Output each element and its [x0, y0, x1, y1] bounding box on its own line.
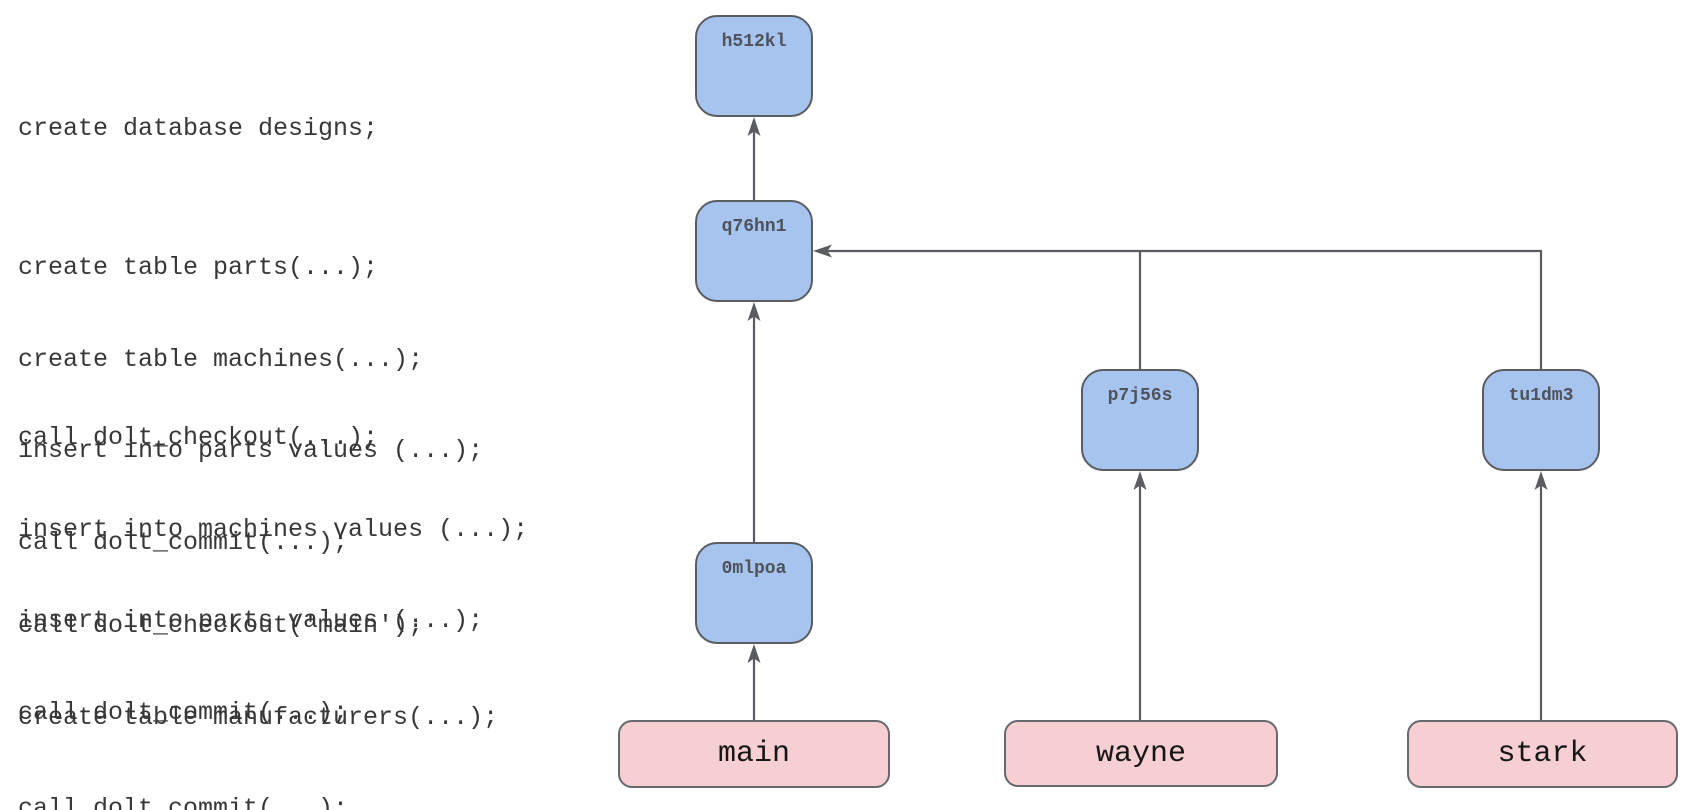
- sql-line: insert into machines values (...);: [18, 514, 529, 544]
- commit-id-label: h512kl: [721, 32, 787, 52]
- branch-name-label: main: [717, 737, 790, 771]
- arrowhead-up-icon: [747, 644, 761, 663]
- sql-line: call dolt_commit(...);: [18, 794, 349, 810]
- commit-id-label: tu1dm3: [1508, 386, 1574, 406]
- commit-node-q76hn1: q76hn1: [695, 200, 813, 302]
- sql-line: insert into parts values (...);: [18, 606, 484, 635]
- edge-tu1dm3-rail-to-q76hn1: [817, 249, 1543, 369]
- sql-line: call dolt_checkout(...);: [18, 423, 379, 452]
- sql-line: create table machines(...);: [18, 344, 424, 374]
- sql-block-3: call dolt_checkout(...); insert into mac…: [18, 362, 528, 789]
- branch-name-label: wayne: [1095, 736, 1186, 771]
- sql-line: call dolt_checkout('main');: [18, 611, 424, 640]
- arrowhead-left-icon: [813, 244, 832, 258]
- sql-block-4: call dolt_checkout('main'); create table…: [18, 550, 498, 810]
- arrowhead-up-icon: [747, 117, 761, 136]
- sql-block-1: create database designs;: [18, 53, 378, 206]
- arrowhead-up-icon: [1534, 471, 1548, 490]
- sql-line: insert into parts values (...);: [18, 436, 484, 465]
- branch-box-stark: stark: [1407, 720, 1678, 788]
- commit-id-label: p7j56s: [1107, 386, 1173, 406]
- arrowhead-up-icon: [747, 302, 761, 321]
- branch-box-main: main: [618, 720, 890, 788]
- commit-node-p7j56s: p7j56s: [1081, 369, 1199, 471]
- branch-box-wayne: wayne: [1004, 720, 1278, 787]
- arrowhead-up-icon: [1133, 471, 1147, 490]
- sql-block-2: create table parts(...); create table ma…: [18, 192, 483, 619]
- sql-line: create database designs;: [18, 114, 379, 143]
- sql-line: create table manufacturers(...);: [18, 702, 499, 732]
- commit-node-h512kl: h512kl: [695, 15, 813, 117]
- commit-id-label: q76hn1: [721, 217, 787, 237]
- sql-line: call dolt_commit(...);: [18, 527, 349, 557]
- branch-name-label: stark: [1497, 737, 1588, 771]
- commit-id-label: 0mlpoa: [721, 559, 787, 579]
- commit-node-0mlpoa: 0mlpoa: [695, 542, 813, 644]
- sql-line: call dolt_commit(...);: [18, 697, 349, 727]
- sql-line: create table parts(...);: [18, 253, 379, 282]
- commit-node-tu1dm3: tu1dm3: [1482, 369, 1600, 471]
